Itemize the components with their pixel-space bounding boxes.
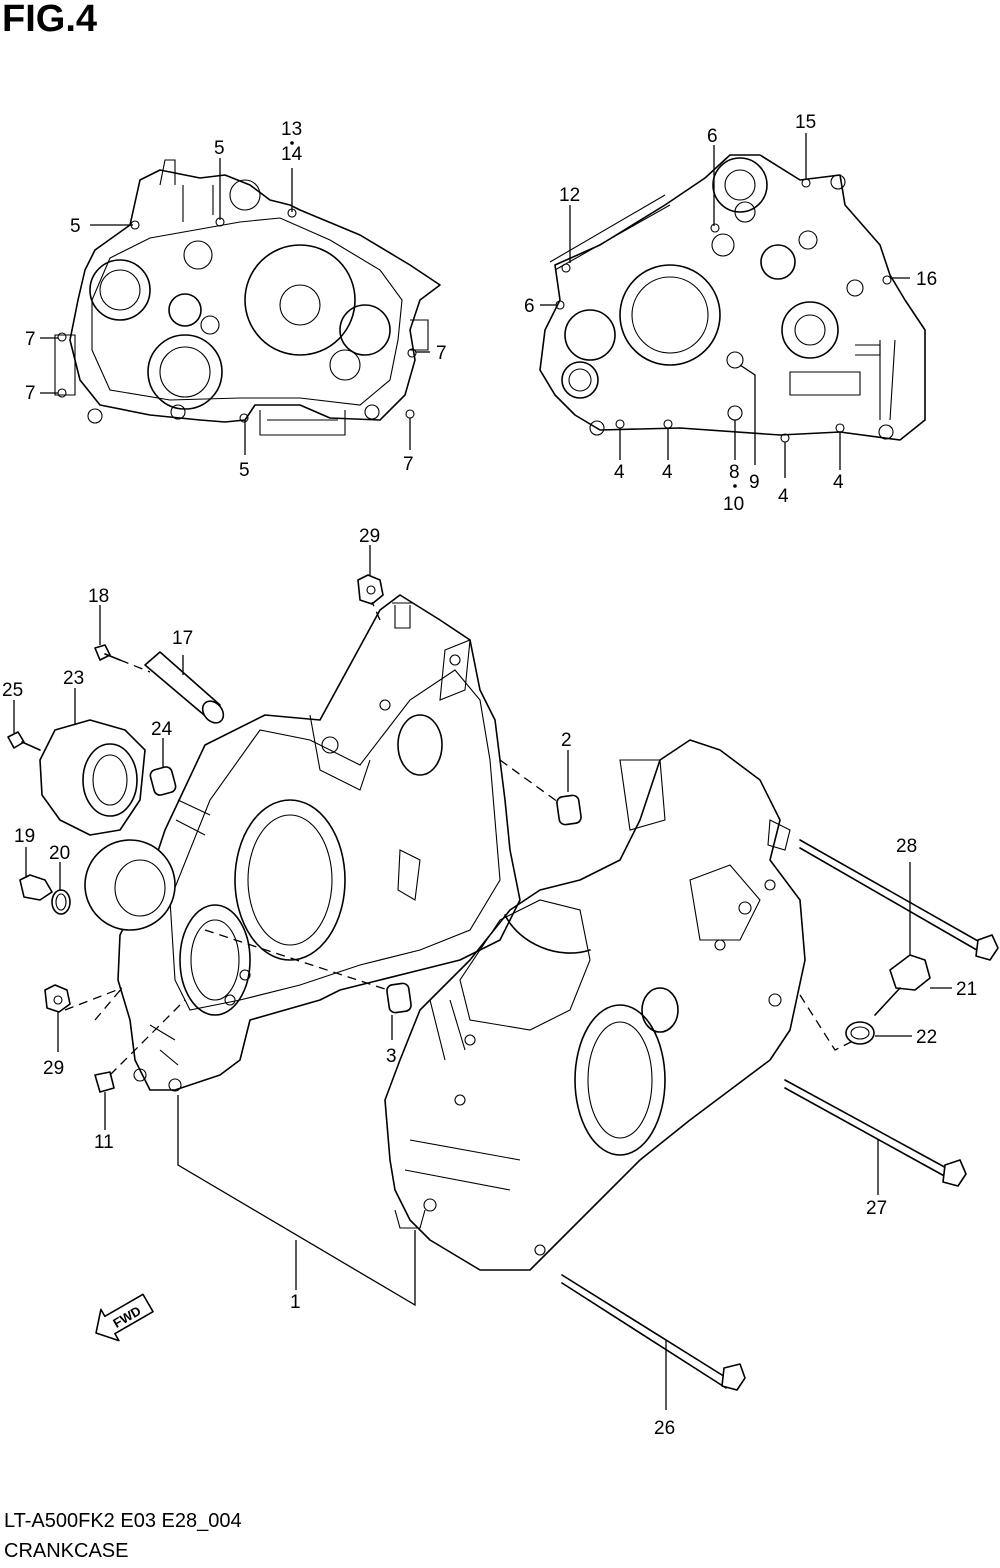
callout-4c: 4	[778, 486, 789, 507]
callout-10: 10	[723, 494, 744, 515]
left-crankcase-half-view	[54, 159, 441, 436]
callout-4d: 4	[833, 472, 844, 493]
callout-labels: 1 2 3 4 4 4 4 5 5 5 6 6 7 7 7 7 8 9 10 1…	[2, 112, 977, 1439]
callout-22: 22	[916, 1027, 937, 1048]
callout-2: 2	[561, 730, 572, 751]
callout-15: 15	[795, 112, 816, 133]
callout-6a: 6	[707, 126, 718, 147]
callout-7c: 7	[436, 343, 447, 364]
callout-5b: 5	[214, 138, 225, 159]
callout-5a: 5	[70, 216, 81, 237]
fwd-arrow: FWD	[95, 1293, 154, 1342]
callout-27: 27	[866, 1198, 887, 1219]
callout-5c: 5	[239, 460, 250, 481]
callout-4a: 4	[614, 462, 625, 483]
main-right-crankcase	[384, 739, 806, 1271]
leader-lines	[13, 133, 952, 1410]
callout-29a: 29	[359, 526, 380, 547]
diagram-code: LT-A500FK2 E03 E28_004	[4, 1510, 242, 1532]
callout-7b: 7	[25, 383, 36, 404]
callout-20: 20	[49, 843, 70, 864]
callout-12: 12	[559, 185, 580, 206]
callout-4b: 4	[662, 462, 673, 483]
right-crankcase-half-view	[539, 154, 926, 443]
crankcase-exploded-diagram: FWD 1 2 3 4 4 4 4 5 5 5 6 6 7 7 7 7 8 9 …	[2, 112, 999, 1439]
callout-9: 9	[749, 472, 760, 493]
figure-title: FIG.4	[2, 0, 98, 40]
callout-17: 17	[172, 628, 193, 649]
callout-25: 25	[2, 680, 23, 701]
callout-8: 8	[729, 462, 740, 483]
callout-separator-dot	[290, 141, 294, 145]
callout-14: 14	[281, 144, 303, 165]
callout-21: 21	[956, 979, 977, 1000]
callout-18: 18	[88, 586, 109, 607]
callout-13: 13	[281, 119, 302, 140]
callout-23: 23	[63, 668, 84, 689]
callout-16: 16	[916, 269, 937, 290]
callout-7d: 7	[403, 454, 414, 475]
callout-24: 24	[151, 719, 173, 740]
main-left-crankcase	[117, 594, 521, 1092]
alignment-lines	[64, 601, 856, 1076]
callout-26: 26	[654, 1418, 675, 1439]
callout-28: 28	[896, 836, 917, 857]
callout-7a: 7	[25, 329, 36, 350]
callout-19: 19	[14, 826, 35, 847]
callout-1: 1	[290, 1292, 301, 1313]
callout-3: 3	[386, 1046, 397, 1067]
callout-11: 11	[94, 1132, 114, 1153]
callout-separator-dot	[733, 484, 737, 488]
callout-6b: 6	[524, 296, 535, 317]
small-parts	[7, 574, 999, 1391]
diagram-caption: CRANKCASE	[4, 1540, 129, 1562]
callout-29b: 29	[43, 1058, 64, 1079]
